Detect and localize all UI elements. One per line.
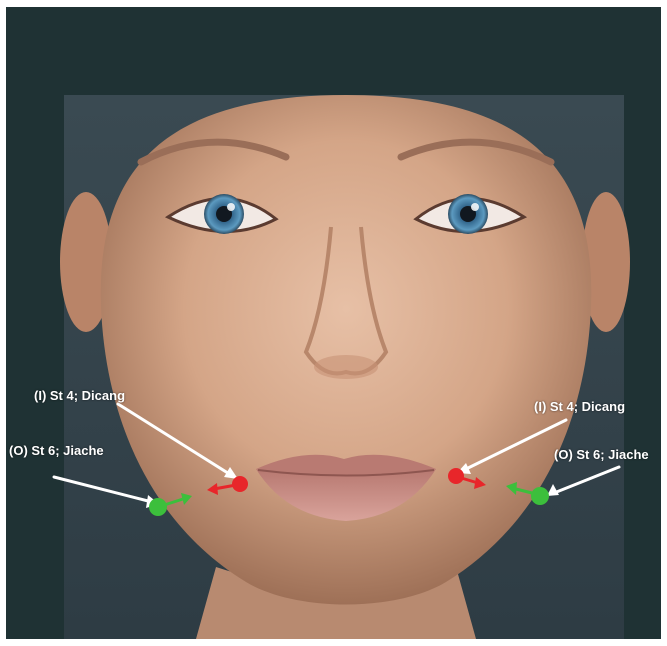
label-right-st4: (I) St 4; Dicang: [534, 399, 625, 414]
label-left-st4: (I) St 4; Dicang: [34, 388, 125, 403]
label-right-st6: (O) St 6; Jiache: [554, 447, 649, 462]
green-point-marker: [149, 498, 167, 516]
nose-tip: [314, 355, 378, 379]
green-point-marker: [531, 487, 549, 505]
label-left-st6: (O) St 6; Jiache: [9, 443, 104, 458]
red-point-marker: [448, 468, 464, 484]
image-frame: (I) St 4; Dicang (O) St 6; Jiache (I) St…: [6, 7, 661, 639]
red-point-marker: [232, 476, 248, 492]
face-illustration: [6, 7, 661, 639]
